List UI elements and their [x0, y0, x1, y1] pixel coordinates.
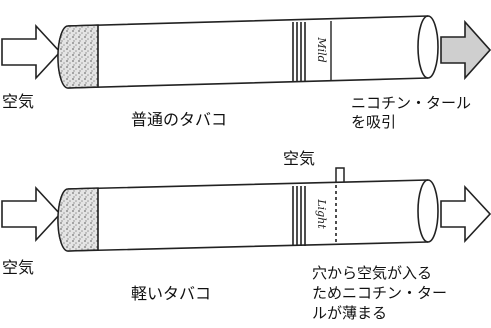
air-hole-label: 空気	[283, 149, 316, 168]
smoke-out-arrow-icon	[440, 184, 491, 244]
tipping-band-lines	[292, 186, 306, 246]
air-in-arrow-icon	[1, 23, 62, 81]
air-label-bottom: 空気	[2, 258, 35, 277]
dilution-note-line3: ルが薄まる	[312, 304, 388, 322]
light-cigarette: Light	[57, 179, 439, 252]
regular-cigarette: Mild	[57, 15, 439, 89]
tipping-band-lines	[292, 22, 306, 82]
brand-mark-light: Light	[315, 198, 328, 229]
filter-section	[57, 24, 99, 89]
brand-mark-mild: Mild	[315, 36, 328, 62]
cigarette-body	[57, 179, 439, 252]
air-in-arrow-icon	[1, 185, 62, 243]
cigarette-body	[57, 15, 439, 89]
inhale-note-line1: ニコチン・タール	[351, 94, 472, 112]
filter-section	[57, 187, 99, 252]
cigarette-end-ellipse	[417, 179, 429, 243]
dilution-note-line2: ためニコチン・ター	[312, 284, 448, 302]
air-label-top: 空気	[2, 92, 35, 111]
cigarette-end-ellipse	[417, 15, 429, 79]
inhale-note-line2: を吸引	[351, 113, 397, 131]
dilution-note-line1: 穴から空気が入る	[312, 264, 433, 282]
regular-cigarette-caption: 普通のタバコ	[131, 110, 228, 129]
smoke-out-arrow-icon	[440, 19, 491, 81]
light-cigarette-caption: 軽いタバコ	[131, 284, 212, 303]
